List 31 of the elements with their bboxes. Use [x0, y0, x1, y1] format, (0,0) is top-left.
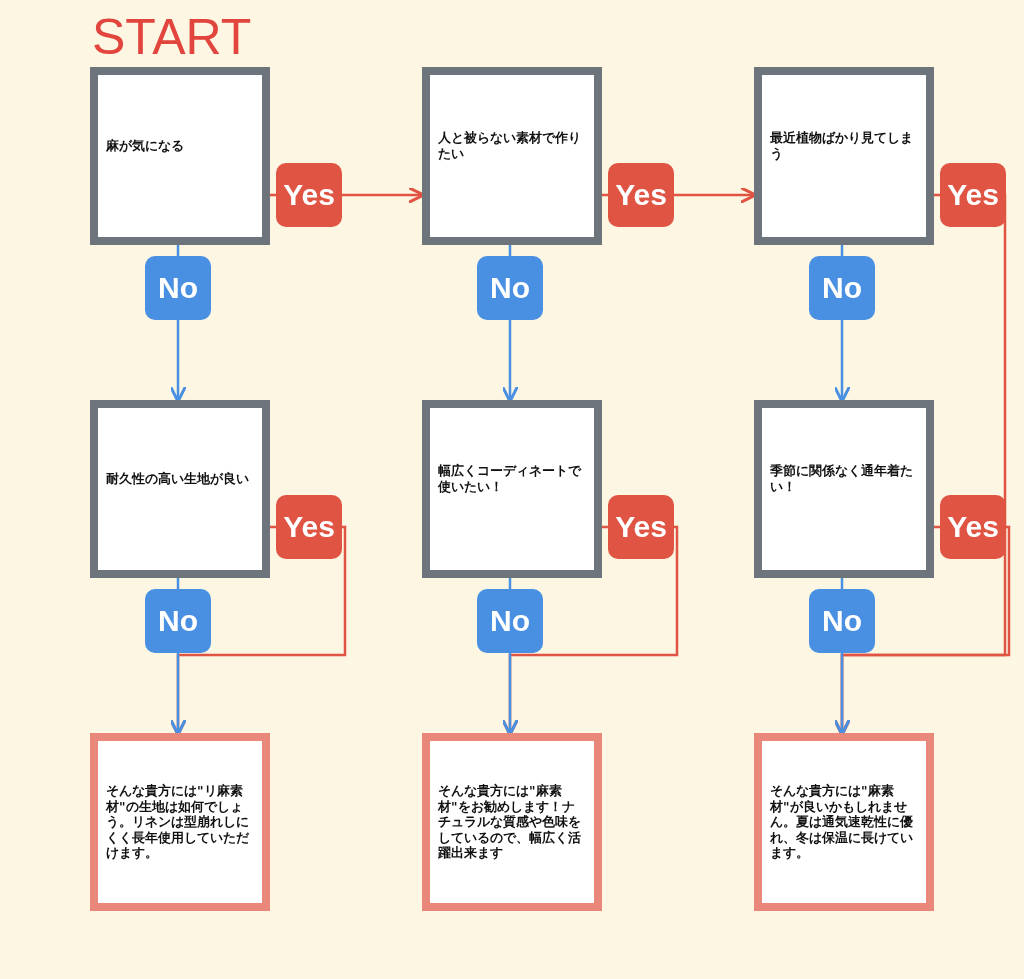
box-text: 麻が気になる	[106, 138, 185, 154]
edge-label: No	[809, 256, 875, 320]
box-text: そんな貴方には"麻素材"をお勧めします！ナチュラルな質感や色味をしているので、幅広く活躍出来ます	[438, 782, 582, 862]
edge-label: Yes	[276, 163, 342, 227]
question-box	[754, 400, 934, 578]
edge-label: No	[145, 589, 211, 653]
result-box	[422, 733, 602, 911]
edge-label: No	[809, 589, 875, 653]
result-box	[754, 733, 934, 911]
edge-label: No	[145, 256, 211, 320]
edge-label: No	[477, 589, 543, 653]
question-box	[90, 400, 270, 578]
box-text: そんな貴方には"麻素材"が良いかもしれません。夏は通気速乾性に優れ、冬は保温に長けています。	[770, 782, 914, 862]
edge-label: Yes	[276, 495, 342, 559]
box-text: 最近植物ばかり見てしまう	[770, 130, 914, 162]
box-text: 耐久性の高い生地が良い	[106, 471, 250, 487]
question-box	[422, 67, 602, 245]
question-box	[422, 400, 602, 578]
box-text: 季節に関係なく通年着たい！	[770, 463, 914, 495]
edge-label: Yes	[940, 495, 1006, 559]
edge-label: Yes	[940, 163, 1006, 227]
result-box	[90, 733, 270, 911]
box-text: そんな貴方には"リ麻素材"の生地は如何でしょう。リネンは型崩れしにくく長年使用していただけます。	[106, 782, 250, 862]
question-box	[90, 67, 270, 245]
question-box	[754, 67, 934, 245]
edge-label: Yes	[608, 495, 674, 559]
edge-label: Yes	[608, 163, 674, 227]
title: START	[92, 8, 252, 66]
box-text: 幅広くコーディネートで使いたい！	[438, 463, 583, 495]
edge-label: No	[477, 256, 543, 320]
box-text: 人と被らない素材で作りたい	[438, 130, 582, 162]
